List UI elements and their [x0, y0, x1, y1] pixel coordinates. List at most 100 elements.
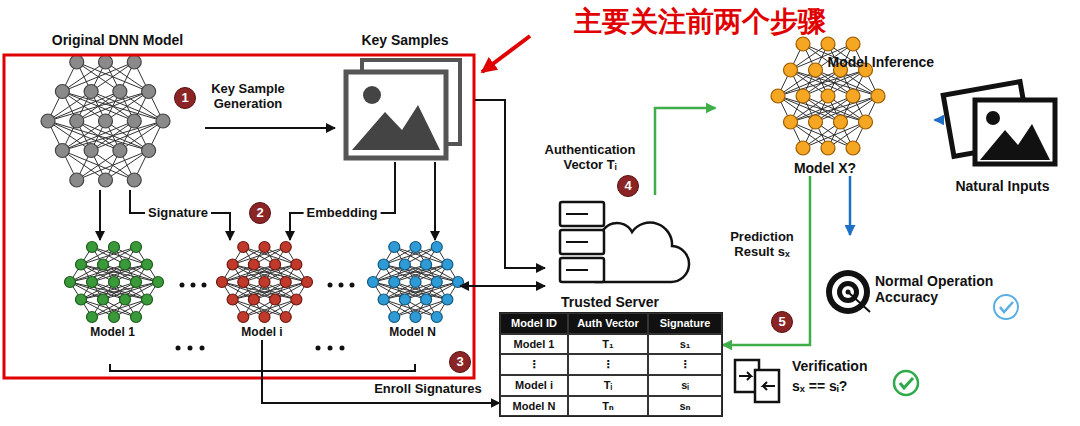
neural-network-part [442, 259, 453, 270]
neural-network-part [834, 115, 848, 129]
image-icon [346, 60, 460, 158]
neural-network-part [291, 259, 302, 270]
callout-number: 2 [249, 202, 271, 224]
neural-network-part [70, 55, 84, 69]
neural-network-part [846, 89, 860, 103]
ellipsis-dots-part [328, 283, 333, 288]
neural-network-part [142, 259, 153, 270]
neural-network-part [142, 144, 156, 158]
neural-network-part [106, 92, 149, 122]
neural-network-part [270, 294, 281, 305]
neural-network-part [280, 242, 291, 253]
neural-network-part [442, 294, 453, 305]
neural-network-part [784, 115, 798, 129]
table-cell: ⋮ [500, 354, 568, 375]
neural-network-part [131, 242, 142, 253]
neural-network-part [821, 89, 835, 103]
neural-network-part [98, 259, 109, 270]
check-circle-icon-part [894, 371, 918, 395]
neural-network-part [859, 115, 873, 129]
neural-network-part [259, 277, 270, 288]
node-label: Model i [241, 326, 282, 340]
node-label: Normal Operation Accuracy [875, 273, 1005, 305]
neural-network-part [421, 294, 432, 305]
neural-network-part [796, 37, 810, 51]
signature-table: Model IDAuth VectorSignatureModel 1T₁s₁⋮… [500, 312, 723, 417]
neural-network [368, 242, 464, 323]
neural-network-part [796, 141, 810, 155]
neural-network-part [142, 294, 153, 305]
neural-network-part [109, 277, 120, 288]
component-group: Model InferenceModel X? [716, 38, 935, 176]
neural-network-part [431, 242, 442, 253]
neural-network-part [821, 37, 835, 51]
neural-network-part [410, 312, 421, 323]
node-label: Original DNN Model [52, 32, 183, 48]
table-cell: sₙ [648, 396, 722, 417]
network-illustration [41, 37, 885, 323]
verification-icon-part [739, 372, 751, 380]
neural-network-part [76, 259, 87, 270]
verification-icon-part [755, 370, 779, 402]
neural-network-part [259, 242, 270, 253]
server-icon-part [560, 202, 604, 226]
neural-network-part [41, 114, 55, 128]
table-cell: Tᵢ [568, 375, 648, 396]
neural-network-part [153, 277, 164, 288]
neural-network-part [238, 277, 249, 288]
neural-network-part [131, 312, 142, 323]
natural-images-icon-part [986, 111, 1000, 125]
node-label: Verification [792, 358, 867, 374]
annotation-note: 主要关注前两个步骤 [574, 6, 826, 38]
node-label: Model X? [794, 160, 856, 176]
edge-label: Prediction Result sₓ [722, 230, 802, 260]
neural-network-part [431, 277, 442, 288]
connector-arrow [935, 119, 941, 122]
check-circle-icon [994, 295, 1018, 319]
neural-network [217, 242, 313, 323]
neural-network-part [70, 173, 84, 187]
server-icon-part [566, 213, 588, 215]
neural-network-part [131, 277, 142, 288]
node-label: sₓ == sᵢ? [792, 378, 847, 394]
component-group: Key Samples [335, 32, 475, 162]
neural-network-part [113, 144, 127, 158]
component-group: Original DNN Model [30, 32, 205, 190]
connector-arrow [475, 100, 545, 268]
neural-network-part [87, 277, 98, 288]
neural-network-part [70, 114, 84, 128]
component-group: Model 1 [60, 240, 165, 340]
neural-network-part [280, 312, 291, 323]
component-group: Natural Inputs [940, 82, 1065, 194]
neural-network-part [821, 141, 835, 155]
neural-network-part [109, 242, 120, 253]
neural-network-part [399, 294, 410, 305]
component-group: Model N [365, 240, 460, 340]
table-cell: Model N [500, 396, 568, 417]
neural-network-part [99, 114, 113, 128]
neural-network-part [99, 55, 113, 69]
connector-arrow [460, 285, 545, 287]
edge-label: Signature [145, 206, 211, 221]
neural-network [41, 55, 170, 187]
image-icon-part [352, 105, 440, 150]
ellipsis-dots-part [180, 283, 185, 288]
neural-network-part [871, 89, 885, 103]
neural-network-part [410, 242, 421, 253]
connector-arrow [849, 176, 852, 235]
neural-network-part [156, 114, 170, 128]
table-cell: Model i [500, 375, 568, 396]
connector-arrow [262, 340, 500, 403]
neural-network-part [378, 259, 389, 270]
neural-network-part [410, 277, 421, 288]
table-cell: Tₙ [568, 396, 648, 417]
neural-network-part [217, 277, 228, 288]
neural-network-part [399, 259, 410, 270]
node-label: Trusted Server [561, 294, 659, 310]
neural-network-part [120, 259, 131, 270]
neural-network-part [378, 294, 389, 305]
neural-network-part [248, 294, 259, 305]
component-group: Trusted Server [545, 195, 675, 310]
neural-network-part [809, 63, 823, 77]
